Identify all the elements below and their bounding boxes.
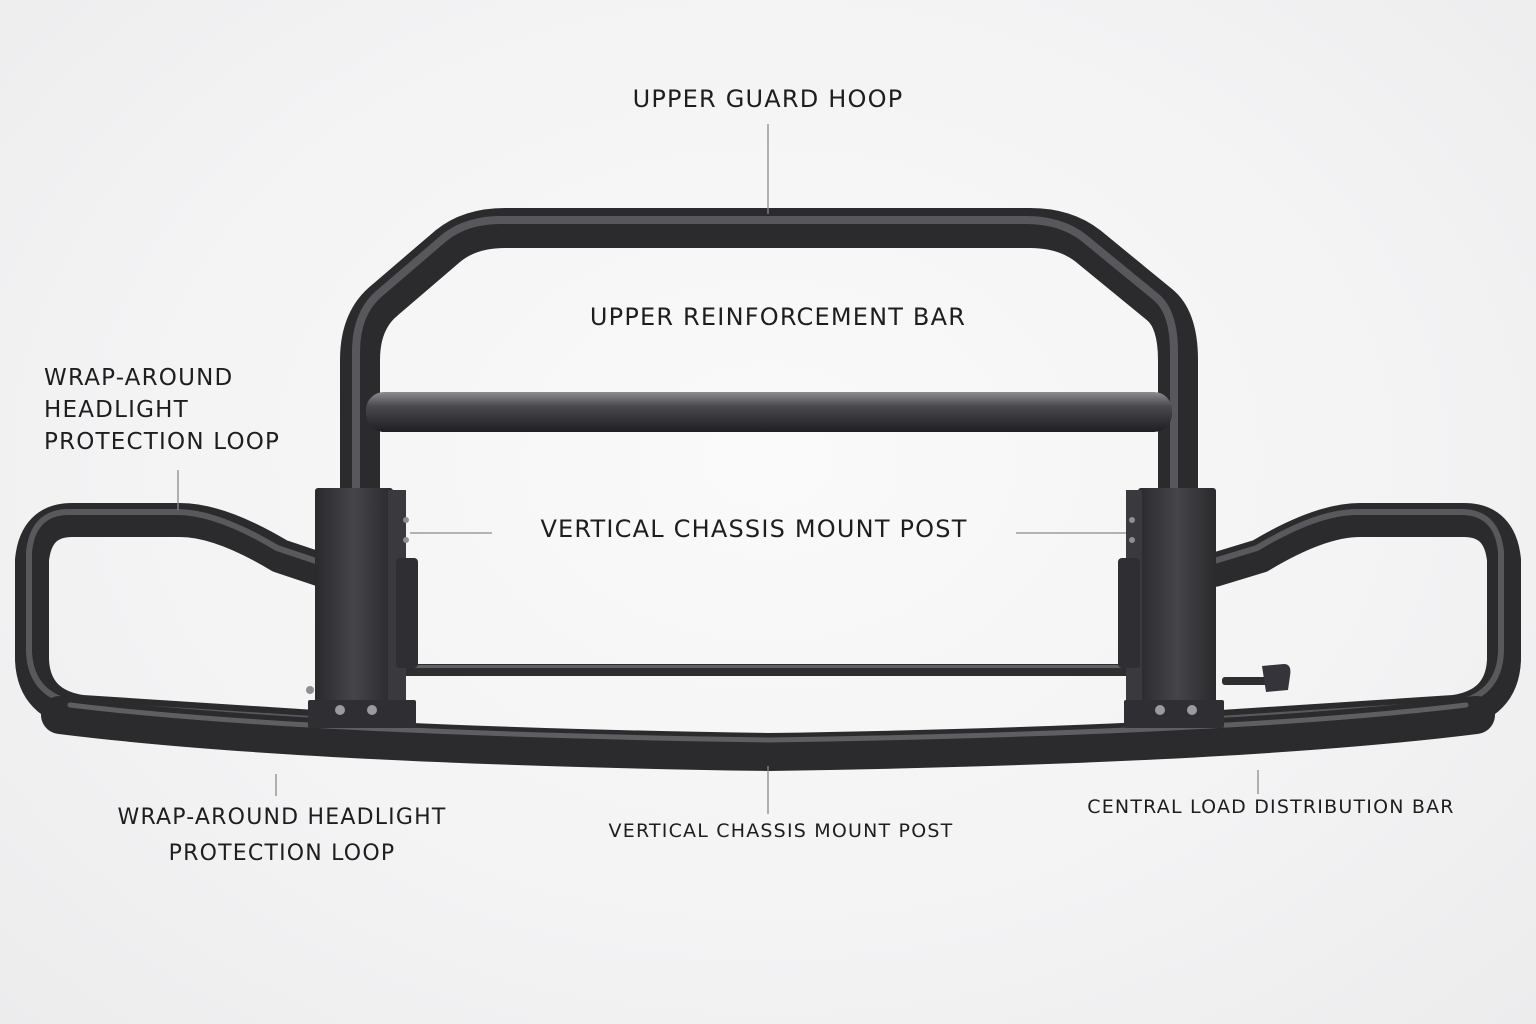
right-mount-post	[1118, 488, 1291, 728]
left-headlight-loop	[15, 503, 347, 745]
upper-guard-hoop	[340, 208, 1198, 520]
label-wrap-around-top-line3: PROTECTION LOOP	[44, 429, 281, 455]
label-vertical-chassis-mount-post-top: VERTICAL CHASSIS MOUNT POST	[540, 515, 968, 543]
label-wrap-around-bottom-line2: PROTECTION LOOP	[168, 841, 396, 866]
right-headlight-loop	[1189, 503, 1521, 745]
label-wrap-around-bottom-line1: WRAP-AROUND HEADLIGHT	[117, 805, 447, 830]
label-upper-reinforcement-bar: UPPER REINFORCEMENT BAR	[589, 303, 967, 331]
label-wrap-around-headlight-loop-top: WRAP-AROUND HEADLIGHT PROTECTION LOOP	[44, 362, 280, 458]
upper-reinforcement-bar	[366, 392, 1172, 432]
central-load-distribution-bar	[41, 696, 1495, 772]
label-central-load-distribution-bar: CENTRAL LOAD DISTRIBUTION BAR	[1087, 796, 1455, 818]
label-upper-guard-hoop: UPPER GUARD HOOP	[632, 85, 904, 113]
leader-lines	[177, 124, 1259, 814]
left-mount-post	[306, 488, 418, 728]
label-wrap-around-headlight-loop-bottom: WRAP-AROUND HEADLIGHT PROTECTION LOOP	[60, 800, 504, 872]
label-vertical-chassis-mount-post-bottom: VERTICAL CHASSIS MOUNT POST	[608, 820, 954, 842]
label-wrap-around-top-line1: WRAP-AROUND	[44, 365, 234, 391]
label-wrap-around-top-line2: HEADLIGHT	[44, 397, 189, 423]
lower-connecting-rod	[400, 664, 1136, 676]
